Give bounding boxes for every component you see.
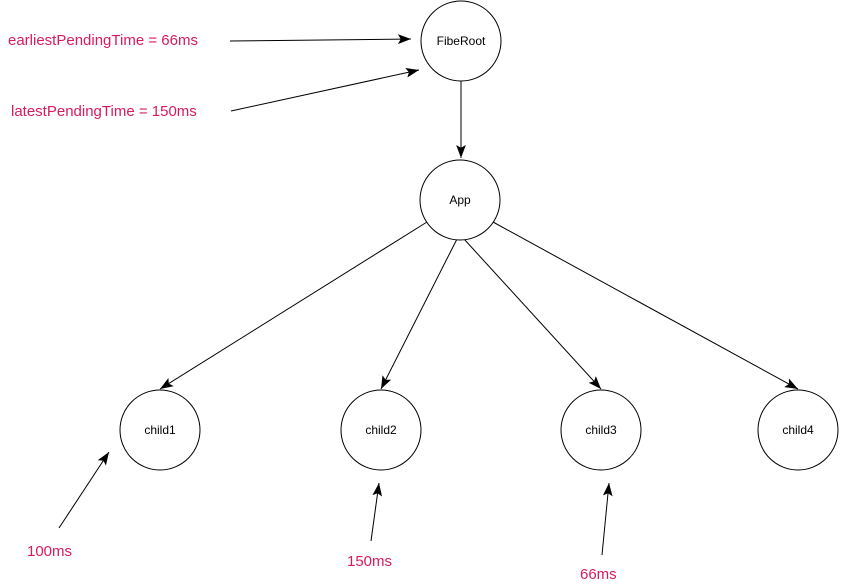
child4-label: child4 xyxy=(782,423,814,437)
child3-label: child3 xyxy=(585,423,617,437)
child1-label: child1 xyxy=(144,423,176,437)
node-app: App xyxy=(419,159,501,241)
node-child4: child4 xyxy=(757,389,839,471)
label-earliest-pending-time: earliestPendingTime = 66ms xyxy=(8,32,198,49)
node-child3: child3 xyxy=(560,389,642,471)
app-label: App xyxy=(449,193,471,207)
arrow-earliest-pending-to-fiberoot xyxy=(229,34,412,45)
label-100ms: 100ms xyxy=(27,543,72,560)
arrow-100ms-to-child1 xyxy=(58,451,110,529)
fiberoot-label: FibeRoot xyxy=(437,34,486,48)
label-66ms: 66ms xyxy=(580,566,617,583)
edge-app-to-child4 xyxy=(492,221,799,390)
node-child1: child1 xyxy=(119,389,201,471)
arrow-latest-pending-to-fiberoot xyxy=(230,68,420,112)
label-latest-pending-time: latestPendingTime = 150ms xyxy=(11,103,197,120)
child2-label: child2 xyxy=(365,423,397,437)
label-150ms: 150ms xyxy=(347,553,392,570)
app-circle xyxy=(419,159,501,241)
child3-circle xyxy=(560,389,642,471)
child1-circle xyxy=(119,389,201,471)
arrow-66ms-to-child3 xyxy=(601,482,613,556)
edge-app-to-child2 xyxy=(380,238,458,390)
node-child2: child2 xyxy=(340,389,422,471)
fiberoot-circle xyxy=(420,0,502,82)
edge-app-to-child1 xyxy=(159,221,428,390)
child2-circle xyxy=(340,389,422,471)
edge-app-to-child3 xyxy=(463,238,602,390)
node-fiberoot: FibeRoot xyxy=(420,0,502,82)
child4-circle xyxy=(757,389,839,471)
arrow-150ms-to-child2 xyxy=(370,482,383,542)
